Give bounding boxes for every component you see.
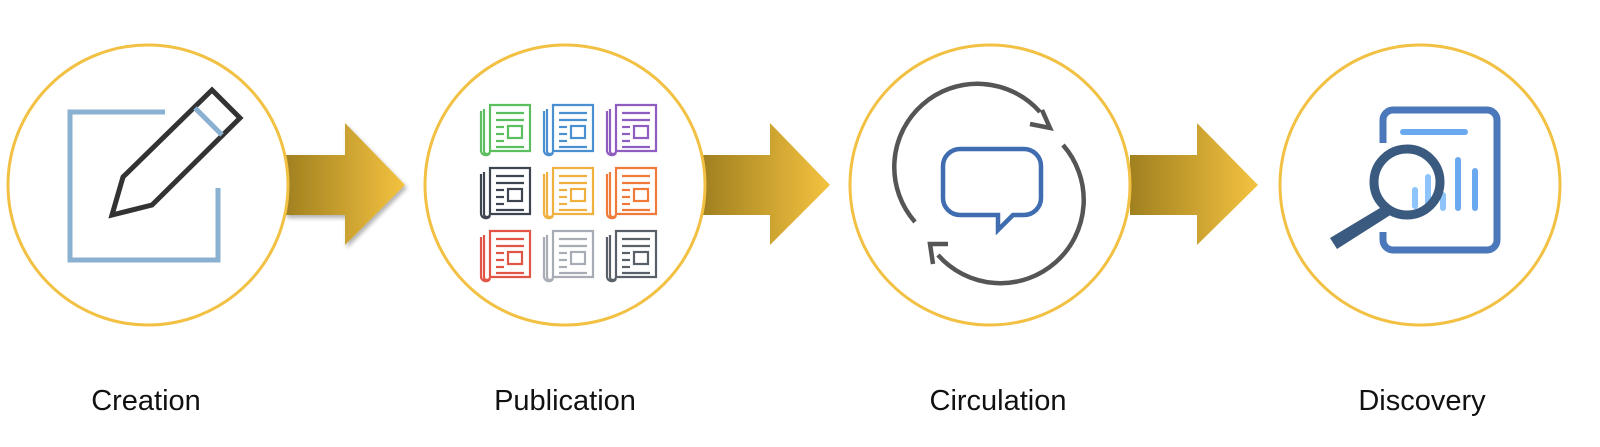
report-search-icon	[1330, 106, 1501, 254]
arrow-3	[1130, 123, 1258, 245]
arrow-2	[703, 123, 830, 245]
cycle-chat-icon	[891, 81, 1087, 286]
stage-label-publication: Publication	[494, 385, 636, 417]
stage-circle-publication	[423, 43, 707, 327]
stage-label-discovery: Discovery	[1358, 385, 1486, 417]
edit-pencil-icon	[67, 86, 244, 263]
arrow-1	[285, 123, 405, 245]
stage-circle-creation	[6, 43, 290, 327]
stage-circle-discovery	[1278, 43, 1562, 327]
stage-label-creation: Creation	[91, 385, 201, 417]
stage-label-circulation: Circulation	[929, 385, 1067, 417]
